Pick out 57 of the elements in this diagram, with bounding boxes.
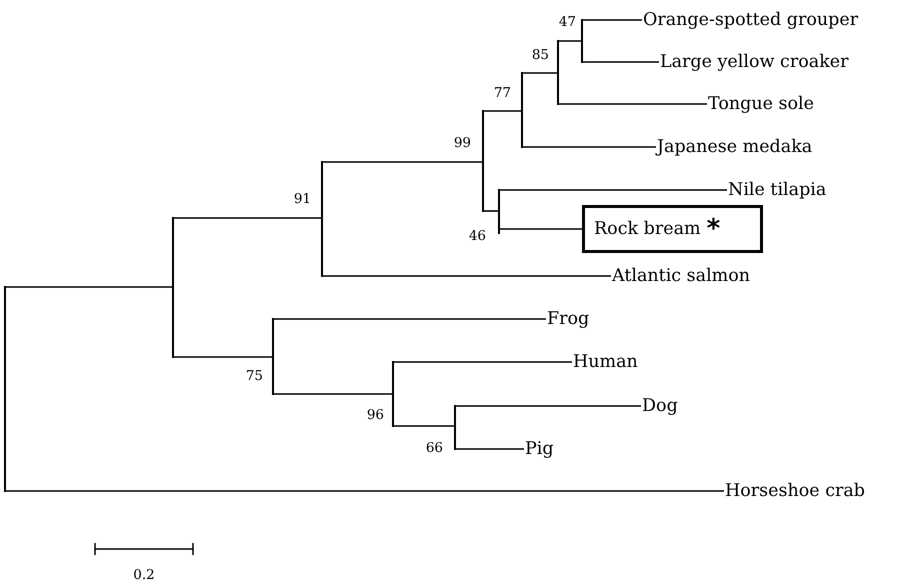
bootstrap-value: 77: [494, 85, 511, 101]
taxon-label: Japanese medaka: [657, 136, 812, 158]
bootstrap-value: 66: [426, 440, 443, 456]
branch-line: [274, 393, 392, 395]
branch-line: [6, 286, 172, 288]
branch-line: [323, 161, 482, 163]
branch-line: [172, 217, 174, 358]
branch-line: [498, 189, 500, 234]
bootstrap-value: 46: [468, 228, 486, 244]
branch-line: [392, 361, 394, 427]
bootstrap-value: 85: [532, 47, 549, 63]
branch-line: [174, 217, 321, 219]
highlight-box: [582, 205, 763, 253]
branch-line: [6, 490, 724, 492]
scale-value: 0.2: [133, 567, 155, 583]
branch-line: [559, 103, 707, 105]
branch-line: [500, 228, 582, 230]
bootstrap-value: 99: [454, 135, 471, 151]
branch-line: [583, 61, 659, 63]
branch-line: [454, 405, 456, 450]
branch-line: [272, 318, 274, 395]
branch-line: [323, 275, 611, 277]
branch-line: [500, 189, 727, 191]
branch-line: [321, 161, 323, 277]
branch-line: [482, 110, 484, 212]
branch-line: [394, 361, 572, 363]
taxon-label: Atlantic salmon: [612, 265, 750, 287]
bootstrap-value: 96: [366, 407, 384, 423]
branch-line: [484, 210, 498, 212]
branch-line: [274, 318, 546, 320]
taxon-label: Pig: [525, 438, 554, 460]
bootstrap-value: 91: [294, 191, 311, 207]
branch-line: [484, 110, 521, 112]
asterisk-mark: *: [706, 218, 720, 240]
taxon-label: Human: [573, 351, 638, 373]
branch-line: [4, 286, 6, 492]
taxon-label: Dog: [642, 395, 678, 417]
taxon-label: Large yellow croaker: [660, 51, 849, 73]
bootstrap-value: 75: [246, 368, 263, 384]
branch-line: [394, 425, 454, 427]
branch-line: [523, 72, 557, 74]
branch-line: [174, 356, 272, 358]
branch-line: [581, 19, 583, 63]
branch-line: [559, 40, 581, 42]
branch-line: [456, 448, 524, 450]
branch-line: [521, 72, 523, 148]
taxon-label: Orange-spotted grouper: [643, 9, 858, 31]
branch-line: [583, 19, 642, 21]
branch-line: [523, 146, 656, 148]
branch-line: [557, 40, 559, 105]
taxon-label: Horseshoe crab: [725, 480, 866, 502]
taxon-label: Nile tilapia: [728, 179, 826, 201]
taxon-label: Tongue sole: [708, 93, 814, 115]
taxon-label: Frog: [547, 308, 590, 330]
branch-line: [456, 405, 641, 407]
taxon-label: Rock bream: [594, 219, 701, 239]
bootstrap-value: 47: [558, 14, 576, 30]
